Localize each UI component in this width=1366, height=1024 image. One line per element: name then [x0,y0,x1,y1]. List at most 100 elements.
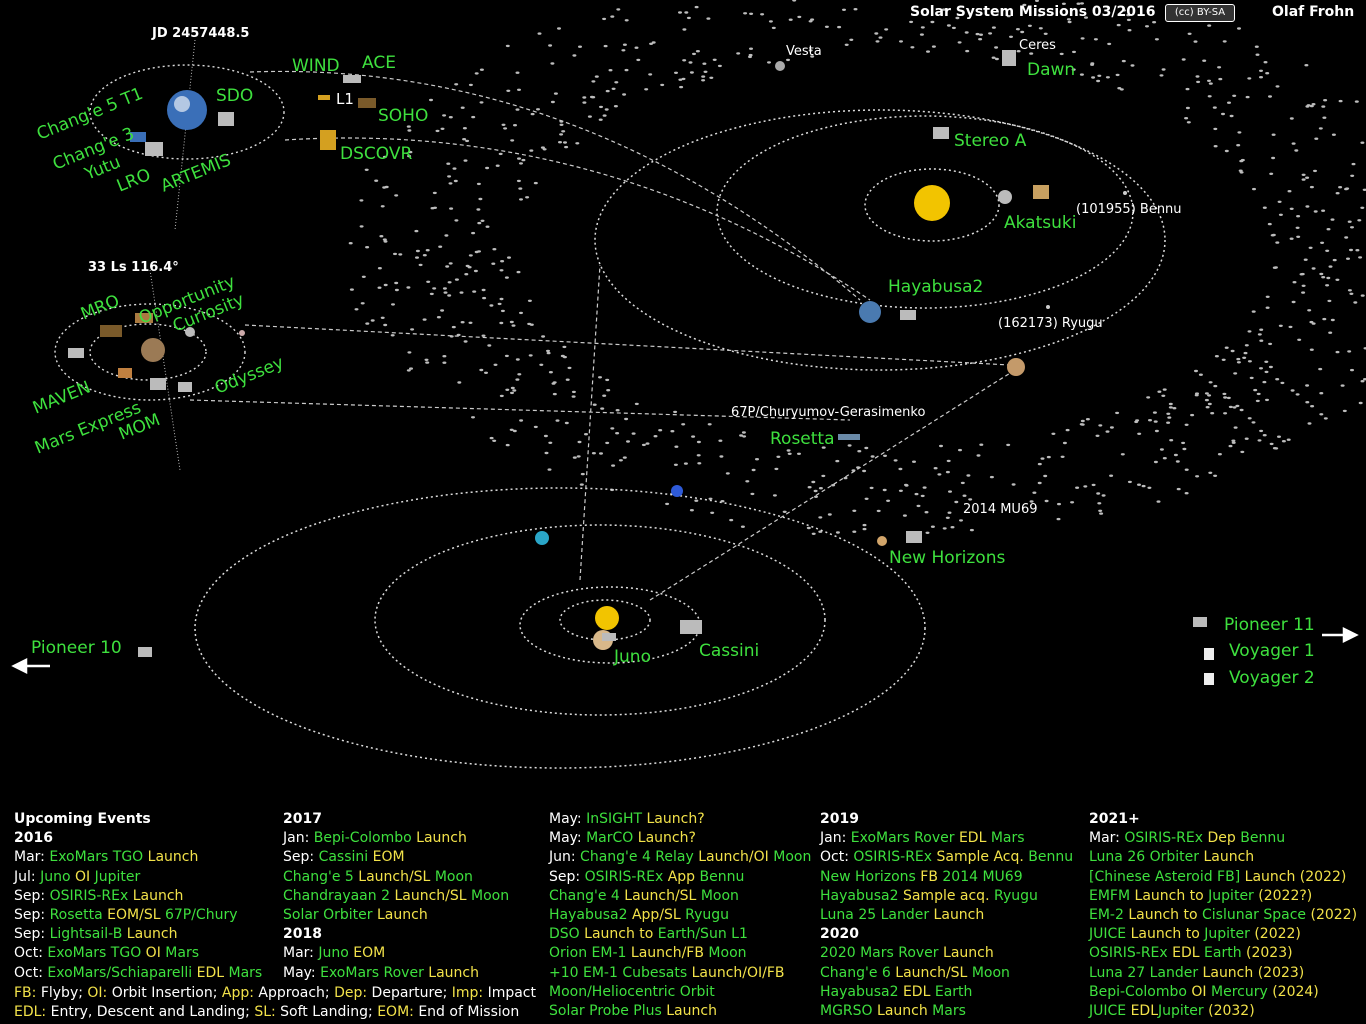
asteroid-dot [958,448,962,452]
asteroid-dot [1295,393,1300,396]
asteroid-dot [954,500,959,504]
event-row: JUICE Launch to Jupiter (2022) [1089,926,1301,943]
asteroid-dot [379,235,384,238]
asteroid-dot [739,434,744,437]
asteroid-dot [377,267,382,270]
asteroid-dot [471,115,476,119]
event-row: Chang'e 6 Launch/SL Moon [820,964,1010,981]
asteroid-dot [499,269,504,272]
asteroid-dot [563,141,567,144]
event-row: Moon/Heliocentric Orbit [549,983,715,1000]
event-row: Mar: Juno EOM [283,945,386,962]
asteroid-dot [835,531,840,534]
asteroid-dot [673,463,678,466]
asteroid-dot [674,71,678,75]
asteroid-dot [797,452,801,455]
asteroid-dot [516,179,521,183]
asteroid-dot [768,20,773,23]
asteroid-dot [606,389,611,392]
asteroid-dot [1075,486,1080,489]
asteroid-dot [1194,394,1199,397]
asteroid-dot [1358,256,1363,259]
asteroid-dot [1358,401,1363,405]
asteroid-dot [807,486,812,489]
asteroid-dot [1184,468,1189,471]
asteroid-dot [1029,52,1034,55]
asteroid-dot [1307,422,1312,425]
asteroid-dot [1301,173,1306,176]
asteroid-dot [610,427,615,430]
asteroid-dot [499,297,504,301]
asteroid-dot [510,139,515,142]
asteroid-dot [518,187,523,190]
asteroid-dot [446,162,451,165]
asteroid-dot [670,430,675,433]
asteroid-dot [1198,373,1203,376]
asteroid-dot [1186,121,1191,124]
asteroid-dot [511,324,516,327]
asteroid-dot [505,443,510,447]
asteroid-dot [864,446,869,450]
asteroid-dot [1277,200,1282,203]
asteroid-dot [414,229,419,233]
asteroid-dot [365,246,370,249]
asteroid-dot [1263,61,1268,64]
asteroid-dot [591,452,596,455]
asteroid-dot [1169,439,1174,442]
asteroid-dot [487,344,492,347]
asteroid-dot [767,61,771,64]
asteroid-dot [579,483,584,486]
asteroid-dot [1272,447,1277,450]
asteroid-dot [1256,392,1261,396]
mars-small-icon [1007,358,1025,376]
asteroid-dot [447,281,452,284]
asteroid-dot [1037,481,1042,485]
asteroid-dot [530,112,535,116]
asteroid-dot [485,166,490,170]
asteroid-dot [519,198,523,201]
asteroid-dot [1328,265,1333,268]
asteroid-dot [500,260,505,263]
asteroid-dot [536,108,540,111]
asteroid-dot [818,530,823,533]
asteroid-dot [1168,402,1173,406]
asteroid-dot [975,32,980,36]
asteroid-dot [1244,437,1249,440]
asteroid-dot [1159,448,1164,451]
asteroid-dot [537,32,542,35]
asteroid-dot [425,249,430,252]
asteroid-dot [1022,3,1027,7]
asteroid-dot [1016,50,1021,53]
asteroid-dot [1247,77,1252,80]
asteroid-dot [1224,346,1229,349]
asteroid-dot [519,311,523,315]
asteroid-dot [584,433,588,436]
asteroid-dot [1318,367,1323,371]
asteroid-dot [1222,392,1227,396]
asteroid-dot [1221,112,1225,116]
asteroid-dot [648,73,653,76]
asteroid-dot [425,361,430,364]
asteroid-dot [443,291,448,294]
asteroid-dot [904,484,909,487]
asteroid-dot [1322,317,1327,321]
asteroid-dot [516,270,521,274]
asteroid-dot [1244,344,1249,347]
event-row: Sep: Cassini EOM [283,849,405,866]
asteroid-dot [512,389,517,392]
asteroid-dot [1303,258,1308,261]
asteroid-dot [1204,392,1209,395]
event-row: [Chinese Asteroid FB] Launch (2022) [1089,868,1347,885]
asteroid-dot [1251,421,1256,424]
asteroid-dot [1259,76,1263,79]
asteroid-dot [1363,347,1366,350]
asteroid-dot [415,256,419,259]
asteroid-dot [468,254,473,257]
asteroid-dot [857,450,862,453]
asteroid-dot [1161,394,1166,397]
asteroid-dot [1208,82,1213,85]
asteroid-dot [422,318,427,321]
asteroid-dot [550,62,555,65]
